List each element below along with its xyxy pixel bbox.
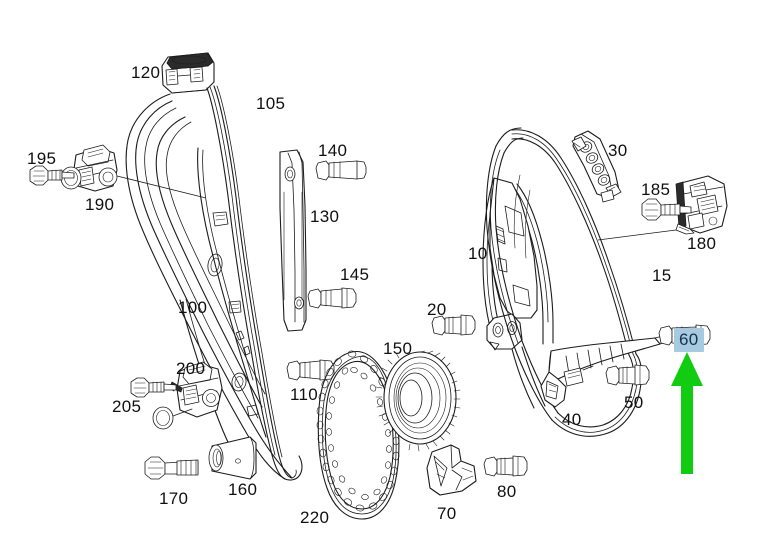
part-110-artwork [286, 359, 335, 381]
callout-130: 130 [310, 207, 340, 226]
part-185-artwork [641, 198, 692, 221]
callout-170: 170 [159, 489, 189, 508]
callout-160: 160 [228, 480, 258, 499]
callout-70: 70 [437, 504, 457, 523]
part-30-artwork [571, 130, 622, 203]
callout-145: 145 [340, 265, 370, 284]
callout-150: 150 [383, 339, 413, 358]
part-205-artwork [130, 377, 177, 398]
part-195-artwork [29, 165, 75, 186]
part-160-artwork [208, 436, 257, 480]
part-40-artwork [540, 335, 667, 408]
part-150-artwork [375, 350, 461, 452]
part-200-artwork [152, 361, 223, 430]
callout-205: 205 [112, 397, 142, 416]
callout-40: 40 [562, 410, 582, 429]
part-70-artwork [426, 444, 477, 496]
callout-185: 185 [641, 180, 671, 199]
callout-30: 30 [608, 141, 628, 160]
part-145-artwork [307, 287, 357, 309]
part-50-artwork [605, 364, 650, 386]
part-120-artwork [161, 52, 215, 94]
callout-195: 195 [27, 149, 57, 168]
part-80-artwork [483, 455, 528, 477]
callout-200: 200 [176, 359, 206, 378]
part-105-artwork [125, 85, 303, 481]
part-180-artwork [597, 175, 728, 241]
callout-190: 190 [85, 195, 115, 214]
callout-140: 140 [318, 141, 348, 160]
part-170-artwork [144, 456, 199, 480]
callout-10: 10 [468, 244, 488, 263]
callout-15: 15 [652, 266, 672, 285]
part-220-artwork [316, 350, 400, 520]
part-10-artwork [482, 177, 554, 409]
part-20-artwork [431, 314, 476, 336]
part-140-artwork [315, 160, 367, 181]
callout-20: 20 [427, 300, 447, 319]
callout-110: 110 [290, 385, 319, 404]
part-190-artwork [60, 144, 207, 199]
callout-50: 50 [624, 393, 644, 412]
callout-180: 180 [687, 234, 717, 253]
part-130-artwork [279, 149, 307, 332]
callout-60[interactable]: 60 [674, 328, 704, 352]
callout-100: 100 [178, 298, 208, 317]
callout-220: 220 [300, 508, 330, 527]
callout-105: 105 [256, 94, 286, 113]
part-15-artwork [485, 127, 642, 437]
callout-80: 80 [497, 482, 517, 501]
callout-120: 120 [131, 63, 161, 82]
